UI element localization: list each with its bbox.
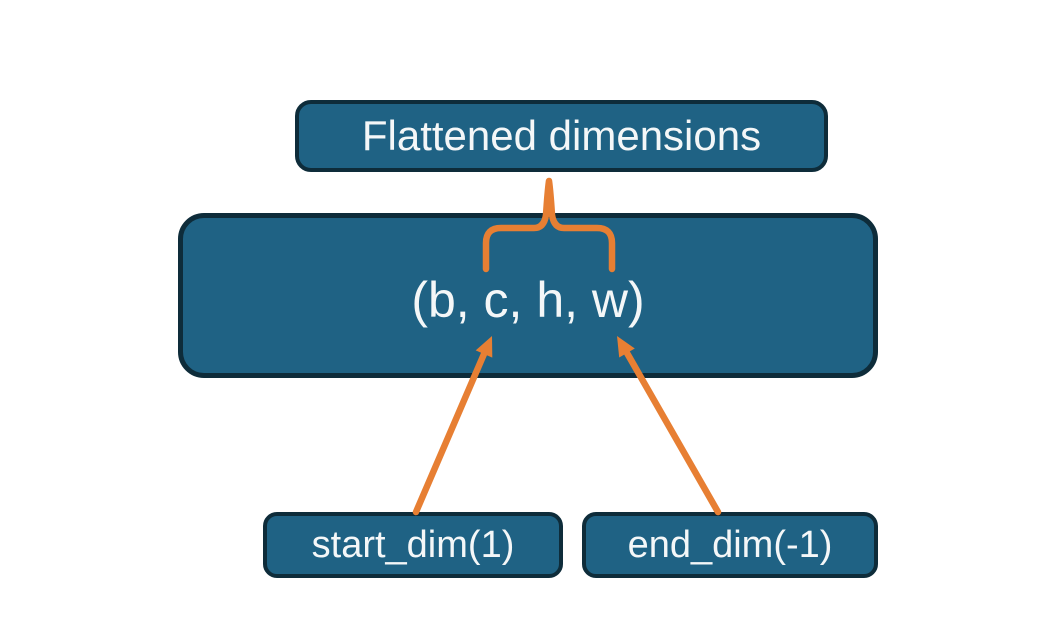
flattened-dimensions-box: Flattened dimensions — [295, 100, 828, 172]
tensor-shape-box: (b, c, h, w) — [178, 213, 878, 378]
start-dim-label: start_dim(1) — [311, 523, 515, 566]
start-dim-box: start_dim(1) — [263, 512, 563, 578]
end-dim-box: end_dim(-1) — [582, 512, 878, 578]
flattened-dimensions-label: Flattened dimensions — [361, 112, 762, 159]
end-dim-label: end_dim(-1) — [627, 523, 833, 566]
tensor-shape-label: (b, c, h, w) — [411, 271, 645, 328]
